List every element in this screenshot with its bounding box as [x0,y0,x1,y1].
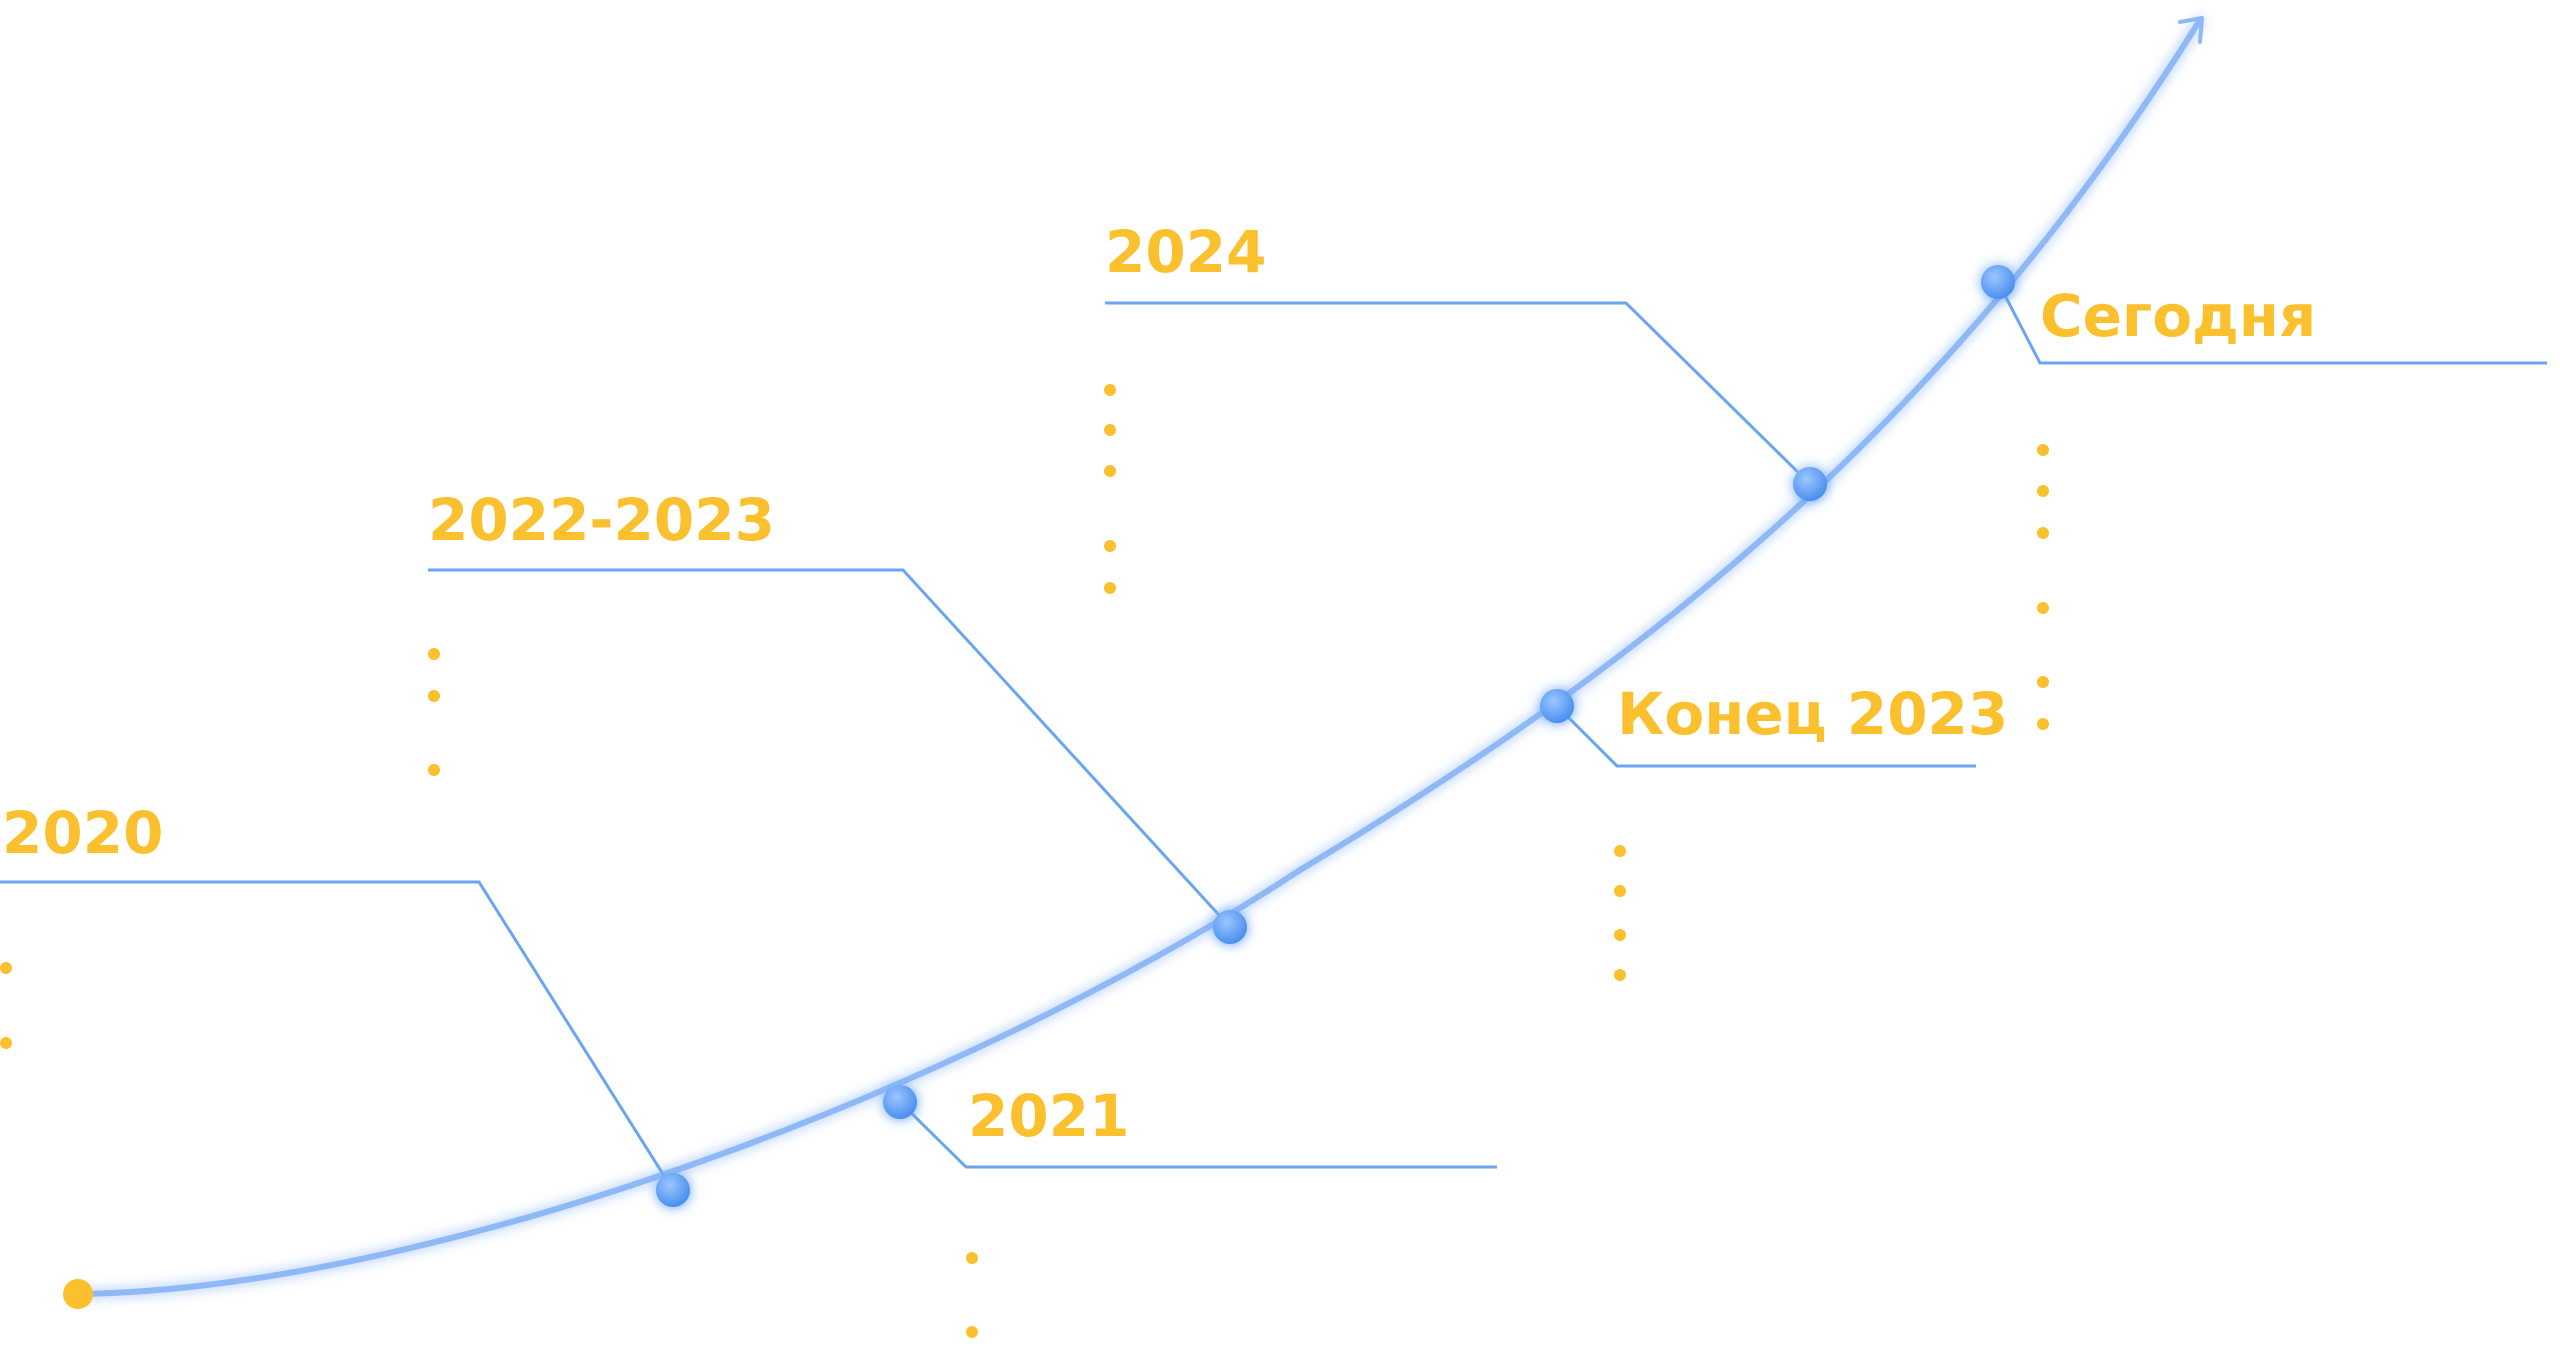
timeline-start-dot [63,1279,93,1309]
bullet-dots-2022-2023 [428,648,440,776]
connector-end-2023 [1555,704,1976,768]
milestone-label-today: Сегодня [2040,282,2316,350]
milestone-node-2020 [656,1173,690,1207]
connector-today [1996,281,2547,365]
milestone-node-today [1981,265,2015,299]
timeline-curve [75,17,2203,1297]
milestone-label-end-2023: Конец 2023 [1617,680,2008,748]
bullet-dots-2021 [966,1252,978,1338]
milestone-label-2021: 2021 [968,1082,1129,1150]
milestone-node-end-2023 [1540,689,1574,723]
connector-2024 [1105,301,1812,486]
milestone-label-2022-2023: 2022-2023 [428,486,775,554]
milestone-node-2021 [883,1085,917,1119]
connector-2022-2023 [428,568,1232,929]
connector-2021 [898,1100,1497,1169]
bullet-dots-today [2037,444,2049,730]
bullet-dots-2020 [0,962,12,1049]
milestone-label-2024: 2024 [1105,218,1266,286]
arrow-head-icon [2178,16,2204,44]
milestone-node-2022-2023 [1213,910,1247,944]
milestone-label-2020: 2020 [2,799,163,867]
milestone-node-2024 [1793,467,1827,501]
connector-2020 [0,880,675,1191]
bullet-dots-2024 [1104,384,1116,594]
bullet-dots-end-2023 [1614,845,1626,981]
